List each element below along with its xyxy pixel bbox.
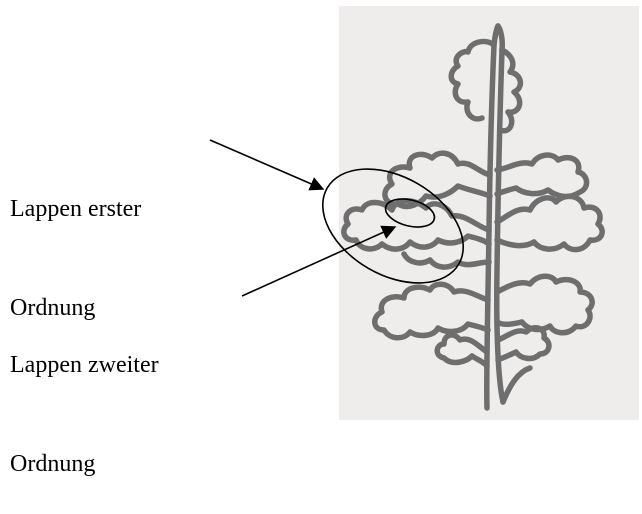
second-order-lobe-ellipse	[383, 194, 438, 231]
leaf-base-left-lobe	[437, 335, 487, 366]
second-order-lobe-label: Lappen zweiter Ordnung	[10, 283, 159, 514]
second-order-pointer-arrow	[242, 227, 395, 296]
leaf-upper-right-lobe	[497, 155, 587, 196]
leaf-midrib-right	[497, 26, 503, 402]
leaf-middle-right-lobe	[497, 196, 602, 249]
leaf-lower-left-lobe	[375, 284, 488, 338]
second-order-label-line2: Ordnung	[10, 448, 159, 481]
leaf-base-right-lobe	[498, 328, 549, 360]
leaf-top-lobe-left	[451, 41, 494, 118]
first-order-pointer-arrow	[210, 140, 323, 189]
leaf-outline	[344, 26, 602, 408]
leaf-stem-base	[503, 368, 530, 402]
second-order-label-line1: Lappen zweiter	[10, 349, 159, 382]
leaf-middle-left-lobe-lower	[404, 254, 489, 267]
first-order-label-line1: Lappen erster	[10, 193, 141, 226]
leaf-middle-left-lobe	[344, 201, 489, 249]
leaf-lower-right-lobe	[497, 276, 592, 333]
